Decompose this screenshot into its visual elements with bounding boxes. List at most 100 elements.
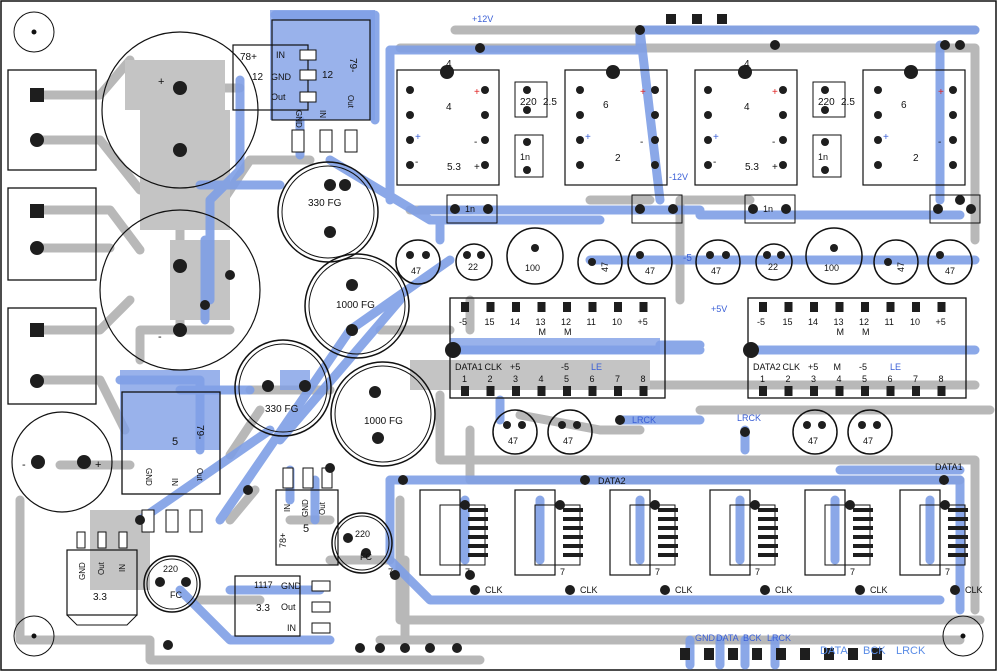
dac-pin-number: 6 (888, 374, 893, 384)
resistor-label: 220 (818, 97, 835, 108)
reg-num: 5 (172, 436, 178, 448)
dac-pin-pad (861, 302, 869, 312)
reg-out: Out (195, 468, 204, 482)
reg-num: 12 (322, 70, 334, 81)
dac-pin-pad (461, 302, 469, 312)
ic-pin (658, 526, 678, 530)
header-label-gnd: GND (695, 633, 716, 643)
dac-pin-pad (835, 302, 844, 312)
polarity-plus: + (640, 87, 646, 98)
cap-label: 22 (468, 262, 478, 272)
opamp-block-left: 4 4 5.3 220 2.5 1n 6 2 1n (396, 59, 683, 224)
polarity-minus: - (158, 331, 162, 343)
dac-pin-number: 2 (786, 374, 791, 384)
ic-pin (853, 517, 873, 521)
dac-label-le: LE (591, 362, 602, 372)
polarity-plus: + (772, 162, 778, 173)
signal-label-data2: DATA2 (598, 476, 626, 486)
ic-pad (650, 500, 660, 510)
ic-pad (940, 500, 950, 510)
dac-pin-m-label: M (539, 327, 547, 337)
cap-47: 47 (627, 239, 673, 285)
polarity-minus: - (22, 459, 26, 471)
reg-num: 3.3 (256, 603, 270, 614)
dac-pin-top-label: 10 (910, 317, 920, 327)
dac-pin-top-label: 14 (808, 317, 818, 327)
dac-pin-pad (886, 386, 895, 396)
polarity-plus: + (883, 132, 889, 143)
dac-pin-number: 7 (913, 374, 918, 384)
capacitor-1000-b: 1000 FG (330, 361, 436, 467)
polarity-minus: - (938, 137, 941, 148)
ic-pin (658, 535, 678, 539)
capacitor-1000-a: 1000 FG (304, 253, 410, 359)
dac-signal-label: +5 (808, 362, 818, 372)
dac-pin-top-label: 11 (885, 317, 894, 327)
ic-label-clk: CLK (965, 585, 983, 595)
cap-label: 1n (465, 204, 475, 214)
ic-pin (758, 544, 778, 548)
ic-label-clk: CLK (580, 585, 598, 595)
capacitor-220-b: 220 FC (143, 555, 201, 613)
ic-pin (563, 553, 583, 557)
dac-pin-pad (639, 386, 648, 396)
dac-pin-number: 3 (811, 374, 816, 384)
header-label-data: DATA (716, 633, 739, 643)
dac-signal-label: +5 (510, 362, 520, 372)
logic-ic (419, 489, 461, 576)
cap-label: 1000 FG (364, 416, 403, 427)
dac-pin-pad (537, 386, 546, 396)
polarity-plus: + (938, 87, 944, 98)
polarity-minus: - (474, 137, 477, 148)
header-pin (824, 648, 834, 660)
header-pin (728, 648, 738, 660)
header-pin (800, 648, 810, 660)
dac-pin-pad (912, 386, 920, 396)
dac-pin-pad (512, 386, 520, 396)
polarity-minus: - (713, 157, 716, 168)
ic-pin (563, 517, 583, 521)
opamp-num: 4 (446, 59, 452, 70)
ic-pin (563, 508, 583, 512)
rail-label-m5: -5 (683, 253, 692, 264)
ic-pad (565, 585, 575, 595)
reg-gnd: GND (271, 72, 292, 82)
ic-pin (758, 553, 778, 557)
cap-label: 47 (411, 266, 421, 276)
cap-label: 100 (525, 263, 540, 273)
reg-title: 78+ (240, 52, 257, 63)
resistor-label: 220 (520, 97, 537, 108)
ic-pad (750, 500, 760, 510)
cap-label: 47 (863, 436, 873, 446)
ic-pin (658, 517, 678, 521)
reg-out: Out (318, 501, 327, 515)
dac-pin-number: 4 (837, 374, 842, 384)
ic-pin (468, 553, 488, 557)
capacitor-330-b: 330 FG (234, 339, 332, 437)
dac-pin-m-label: M (564, 327, 572, 337)
capacitor-220-a: 220 FC (331, 512, 393, 574)
opamp-block-right: 4 4 5.3 220 2.5 1n 6 2 1n + - + + - + - … (694, 59, 981, 224)
cap-label: 47 (808, 436, 818, 446)
polarity-plus: + (585, 132, 591, 143)
logic-ic (899, 489, 941, 576)
opamp-num: 2 (913, 153, 919, 164)
large-cap-pads (31, 81, 187, 469)
dac-pin-top-label: 12 (561, 317, 571, 327)
ic-pin (948, 544, 968, 548)
signal-label-data1: DATA1 (935, 462, 963, 472)
header-pin (704, 648, 714, 660)
dac-pin-pad (486, 302, 495, 312)
ic-pin (948, 535, 968, 539)
ic-label-clk: CLK (485, 585, 503, 595)
cap-label: 47 (508, 436, 518, 446)
ic-label-clk: CLK (775, 585, 793, 595)
ic-label-7: 7 (850, 567, 855, 577)
logic-ic (804, 489, 846, 576)
reg-in: IN (283, 504, 292, 512)
cap-100: 100 (506, 227, 564, 285)
ic-pin (948, 517, 968, 521)
cap-label: 1n (763, 204, 773, 214)
dac-pin-top-label: -5 (459, 317, 467, 327)
